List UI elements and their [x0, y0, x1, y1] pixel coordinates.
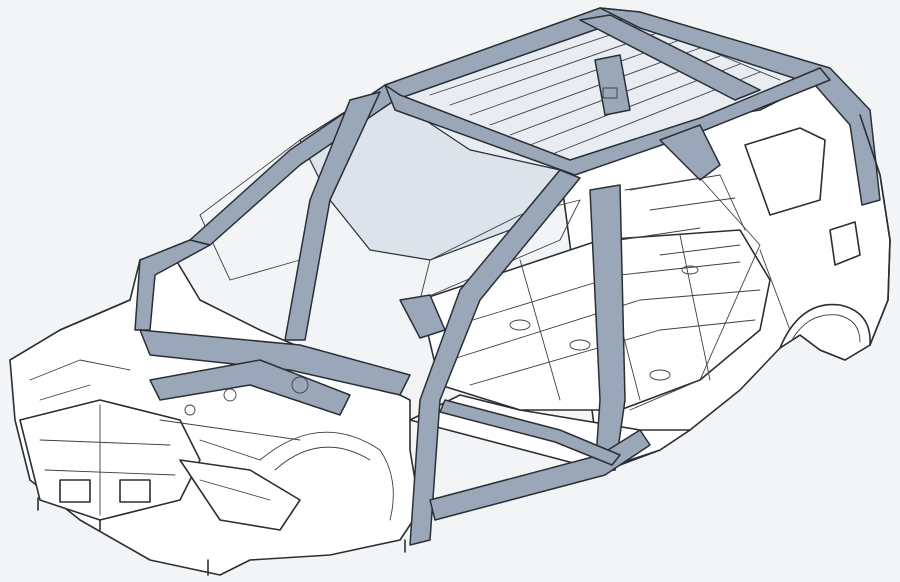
front-wheelhouse — [259, 431, 394, 521]
a-pillar-right — [409, 169, 581, 546]
tunnel-brace — [399, 294, 446, 339]
roof-bow-center — [594, 54, 631, 116]
rear-door-opening — [624, 177, 761, 411]
b-pillar — [589, 184, 626, 473]
fuel-door — [829, 221, 861, 266]
rear-floor-detail — [619, 174, 746, 256]
roof-rail-rear — [599, 7, 881, 206]
roof-rail-right — [384, 67, 831, 176]
a-pillar-left — [134, 239, 211, 331]
rear-quarter-window — [744, 127, 826, 216]
rear-outline — [859, 114, 891, 346]
reinforcement-structure — [134, 7, 881, 546]
front-bulkhead — [139, 329, 411, 396]
rear-quarter-crease — [759, 249, 791, 331]
mounting-studs — [37, 497, 406, 576]
cowl-crossmember — [149, 359, 351, 416]
c-pillar — [659, 124, 721, 181]
front-end-structure — [19, 359, 301, 531]
engine-bay-detail — [159, 376, 309, 461]
a-pillar-inner — [284, 91, 381, 341]
roof-bow — [579, 14, 761, 101]
front-outline — [9, 299, 131, 361]
floor-crossmember — [439, 399, 621, 466]
